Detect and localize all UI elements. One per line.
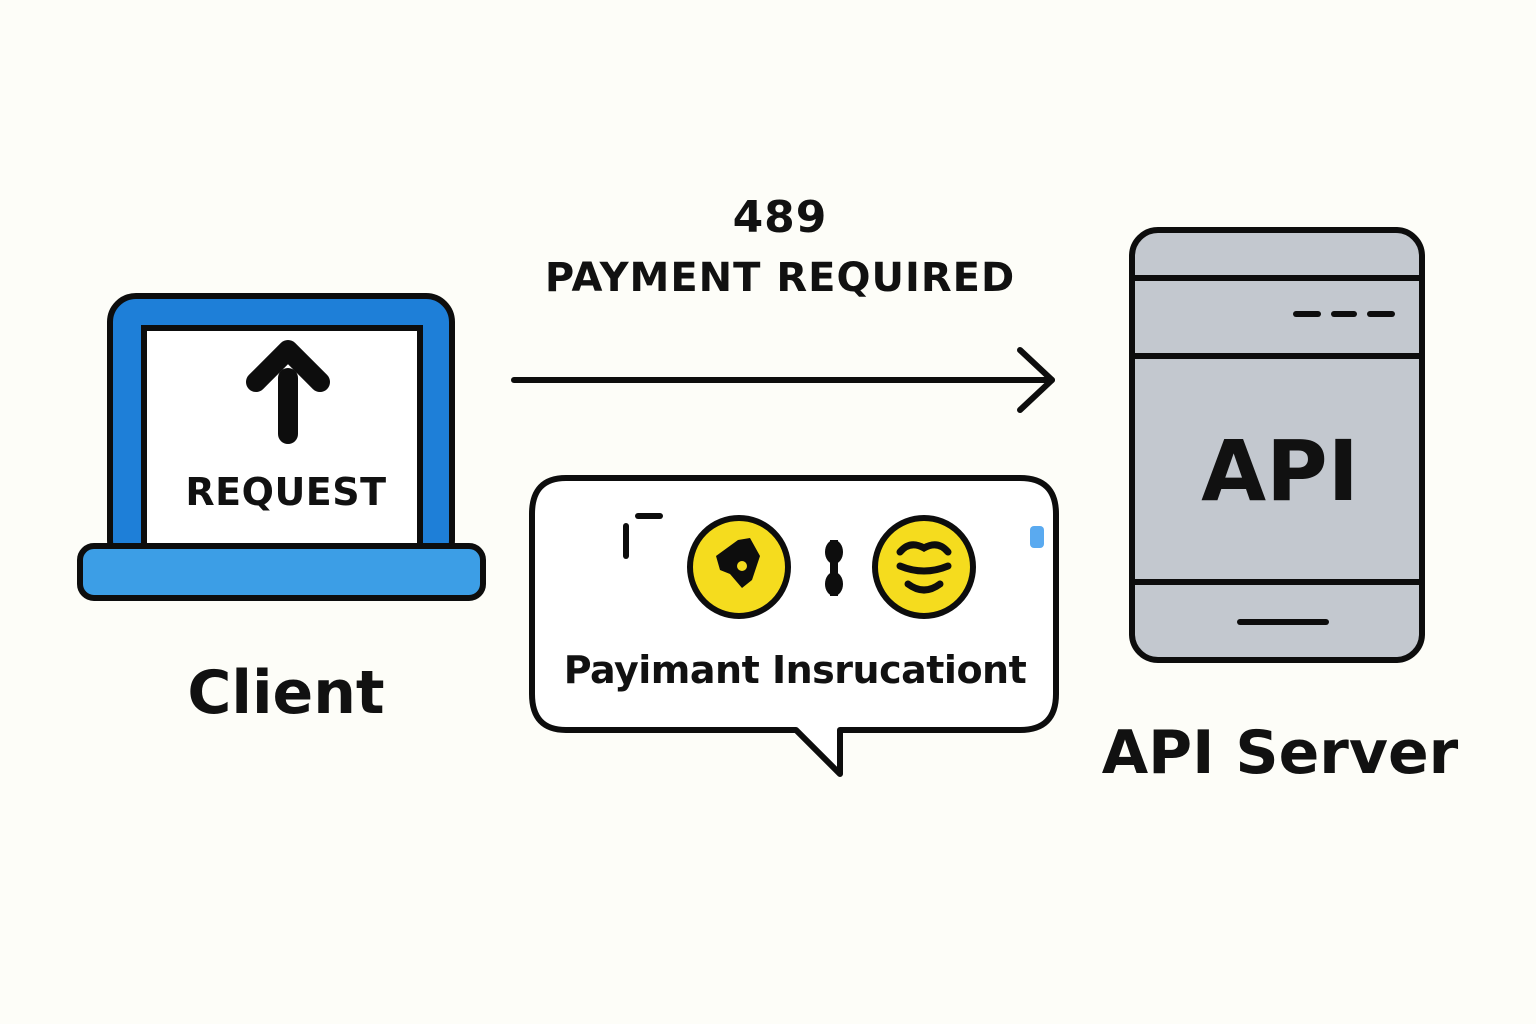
client-label: Client — [187, 658, 385, 728]
api-label: API — [1201, 422, 1359, 520]
coin-icon — [687, 515, 791, 619]
link-icon — [825, 540, 843, 596]
api-server-label: API Server — [1101, 718, 1459, 788]
request-label: REQUEST — [185, 470, 387, 514]
up-arrow-icon — [246, 340, 330, 444]
payment-instruction-label: Payimant Insrucationt — [563, 648, 1027, 692]
info-icon — [623, 513, 663, 559]
request-arrow — [511, 347, 1055, 413]
laptop-icon — [77, 293, 486, 601]
status-code: 489 — [732, 192, 828, 243]
bubble-marker — [1030, 526, 1044, 548]
server-icon — [1129, 227, 1425, 663]
speech-bubble — [529, 475, 1059, 777]
status-text: PAYMENT REQUIRED — [544, 255, 1016, 301]
coin-icon — [872, 515, 976, 619]
